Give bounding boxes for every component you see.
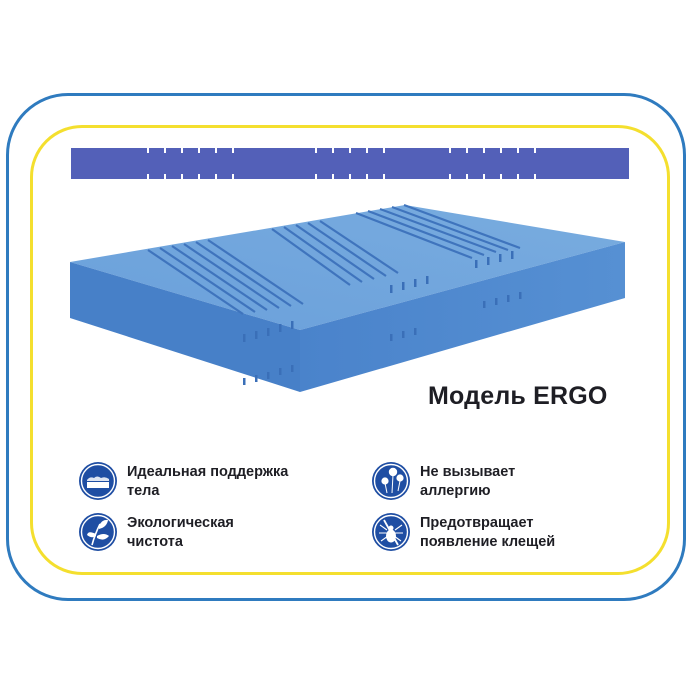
mattress-cross-section (71, 148, 629, 179)
feature-label-line2: тела (127, 483, 160, 499)
feature-body-support: Идеальная поддержка тела (78, 461, 288, 501)
dandelion-icon (372, 462, 410, 500)
feature-label-line2: чистота (127, 534, 183, 550)
model-title: Модель ERGO (428, 382, 608, 410)
feature-label-line2: аллергию (420, 483, 491, 499)
feature-label-line1: Экологическая (127, 515, 234, 531)
feature-hypoallergenic: Не вызывает аллергию (371, 461, 515, 501)
mattress-illustration (70, 203, 625, 392)
feature-label-line2: появление клещей (420, 534, 556, 550)
feature-anti-mite: Предотвращает появление клещей (371, 512, 555, 552)
body-support-icon (79, 462, 117, 500)
feature-eco: Экологическая чистота (78, 512, 234, 552)
inner-frame (30, 125, 670, 575)
no-mites-icon (372, 513, 410, 551)
feature-label-line1: Предотвращает (420, 515, 534, 531)
feature-label-line1: Не вызывает (420, 464, 516, 480)
leaf-icon (79, 513, 117, 551)
feature-label-line1: Идеальная поддержка (127, 464, 289, 480)
outer-frame (6, 93, 686, 601)
